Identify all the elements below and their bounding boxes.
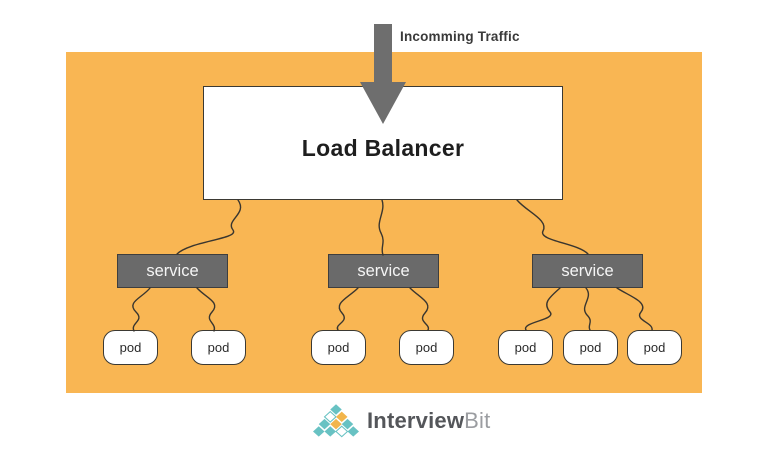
interviewbit-logo-text: InterviewBit xyxy=(367,408,490,434)
pod-label: pod xyxy=(579,340,602,355)
pod-box: pod xyxy=(627,330,682,365)
pod-box: pod xyxy=(498,330,553,365)
service-box-1: service xyxy=(117,254,228,288)
pod-box: pod xyxy=(191,330,246,365)
pod-label: pod xyxy=(415,340,438,355)
pod-box: pod xyxy=(103,330,158,365)
brand-secondary: Bit xyxy=(464,408,491,433)
service-label: service xyxy=(357,261,410,280)
pod-label: pod xyxy=(643,340,666,355)
pod-label: pod xyxy=(327,340,350,355)
pod-box: pod xyxy=(311,330,366,365)
pod-label: pod xyxy=(207,340,230,355)
service-box-3: service xyxy=(532,254,643,288)
brand-primary: Interview xyxy=(367,408,465,433)
service-label: service xyxy=(561,261,614,280)
load-balancer-box: Load Balancer xyxy=(203,86,563,200)
pod-box: pod xyxy=(399,330,454,365)
pod-label: pod xyxy=(514,340,537,355)
interviewbit-logo-mark xyxy=(313,404,359,438)
interviewbit-logo: InterviewBit xyxy=(313,404,490,438)
incoming-traffic-label: Incomming Traffic xyxy=(400,29,520,44)
load-balancer-label: Load Balancer xyxy=(301,134,465,161)
service-box-2: service xyxy=(328,254,439,288)
service-label: service xyxy=(146,261,199,280)
pod-label: pod xyxy=(119,340,142,355)
pod-box: pod xyxy=(563,330,618,365)
